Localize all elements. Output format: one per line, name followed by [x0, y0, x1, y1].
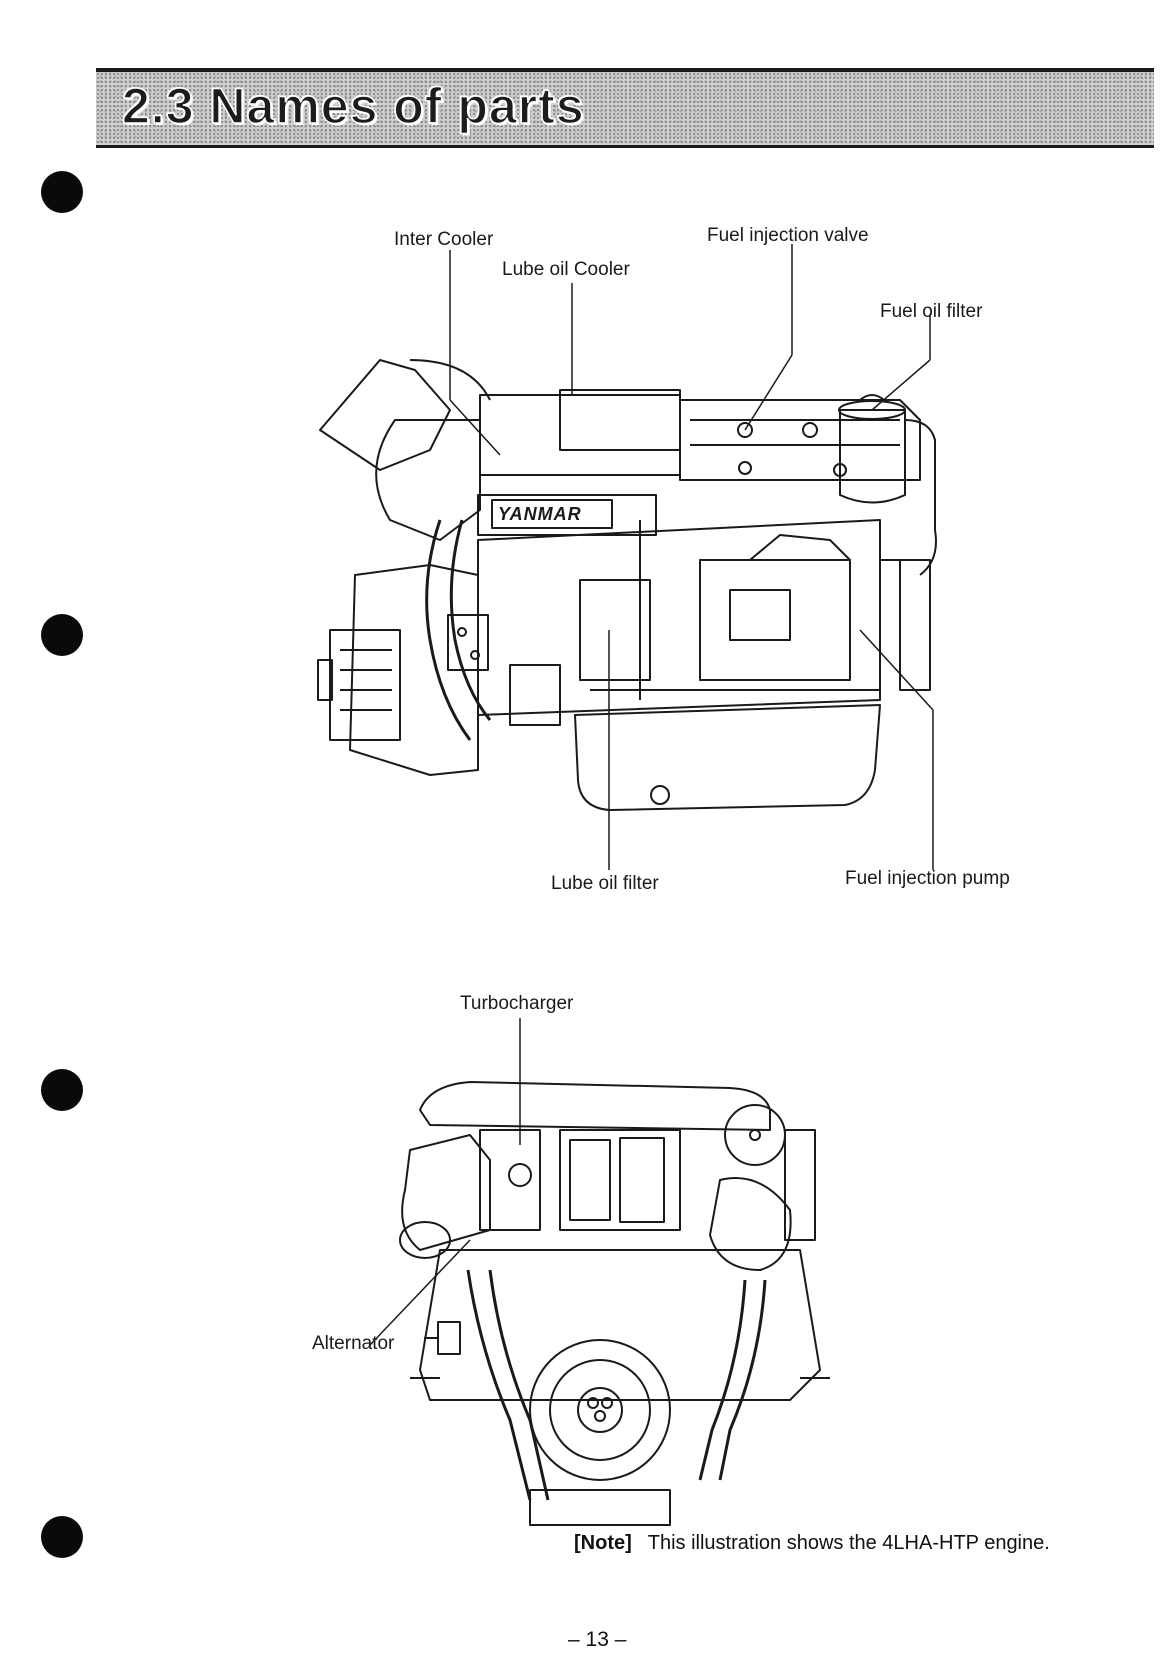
- illustration-note: [Note] This illustration shows the 4LHA-H…: [574, 1532, 1050, 1555]
- label-alternator: Alternator: [312, 1333, 394, 1355]
- label-turbocharger: Turbocharger: [460, 993, 573, 1015]
- note-text: This illustration shows the 4LHA-HTP eng…: [648, 1532, 1050, 1554]
- page-number: – 13 –: [568, 1628, 626, 1652]
- note-tag: [Note]: [574, 1532, 632, 1554]
